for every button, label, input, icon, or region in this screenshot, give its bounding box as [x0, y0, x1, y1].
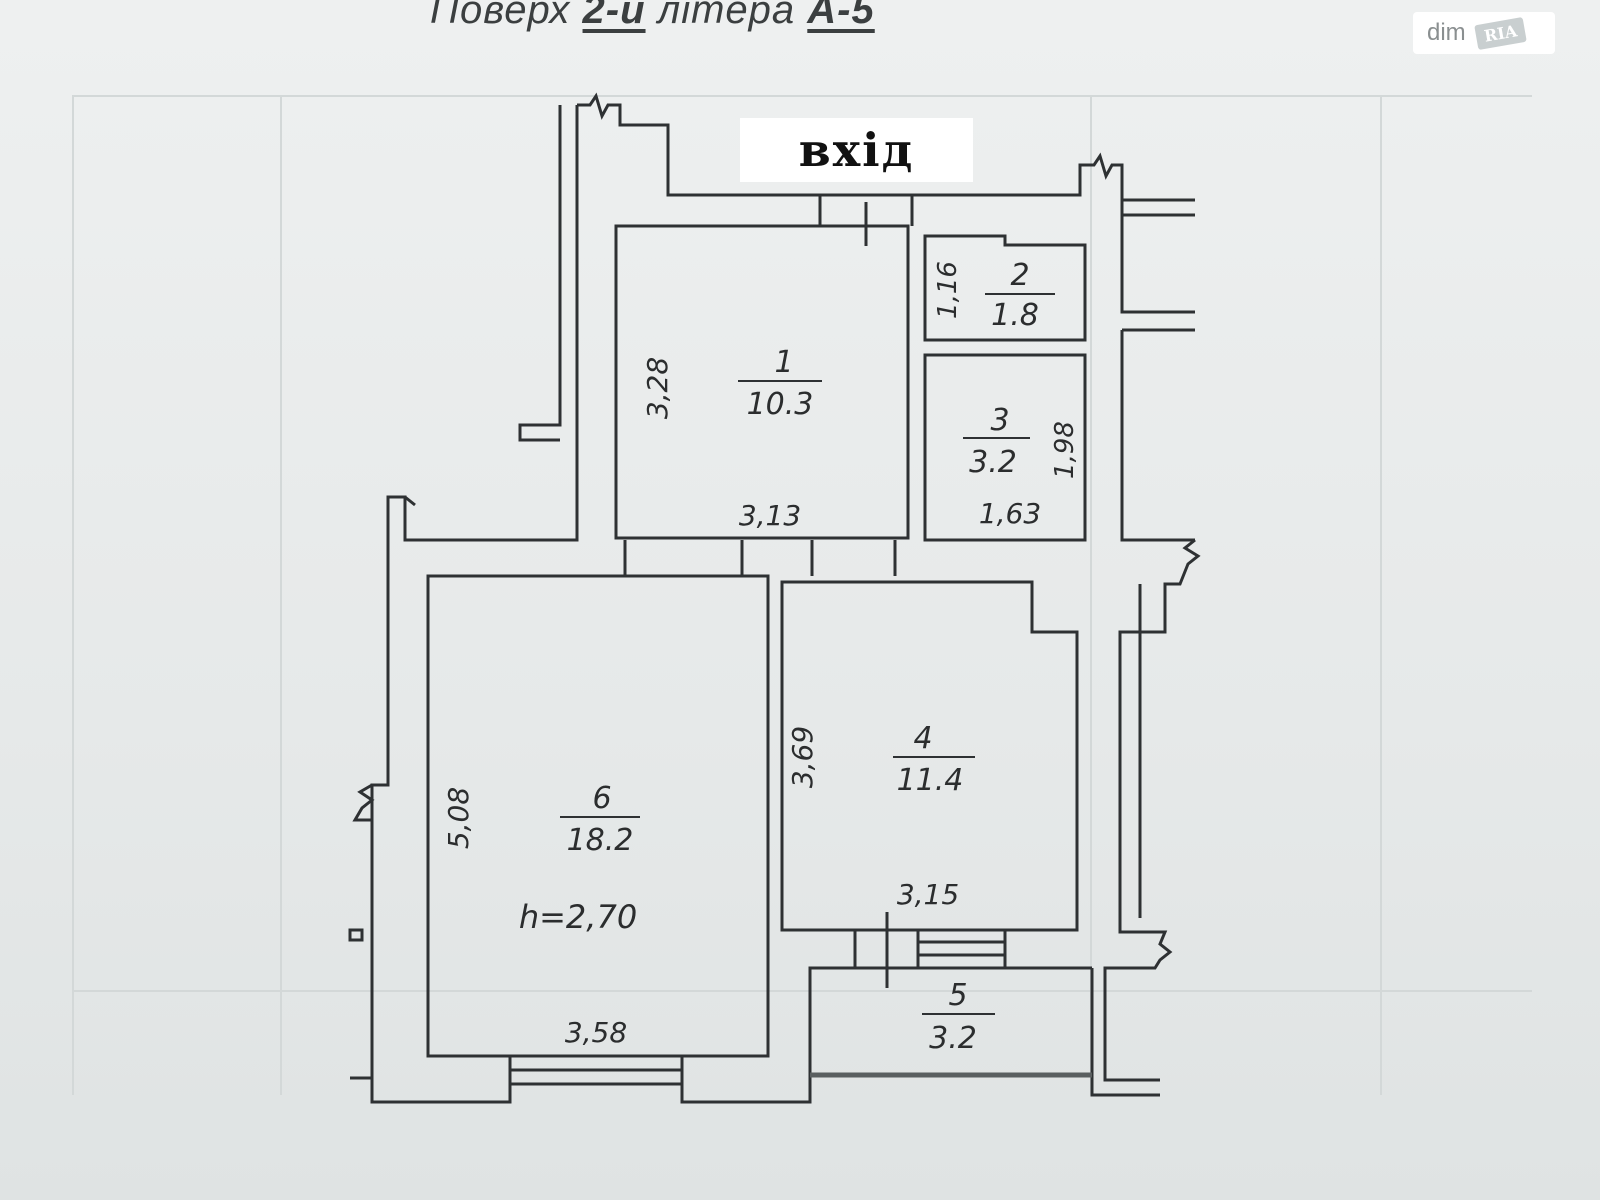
- room-3-outline: [923, 353, 1087, 542]
- room-1-number: 1: [774, 345, 793, 380]
- room-4-dim-width: 3,15: [897, 878, 959, 911]
- dim-ria-logo[interactable]: dim RIA: [1413, 12, 1555, 54]
- ghost-table-line: [72, 990, 1532, 992]
- room-2-area: 1.8: [991, 298, 1039, 333]
- floor-value: 2-й: [582, 0, 646, 32]
- room-6-outline: [426, 574, 770, 1058]
- entry-doorway: [818, 195, 914, 246]
- outer-wall: [577, 92, 1195, 202]
- ghost-table-line: [72, 95, 1532, 97]
- room-3-dim-height: 1,98: [1050, 421, 1080, 479]
- room-4-number: 4: [913, 721, 932, 756]
- outer-wall: [518, 105, 562, 442]
- room-2-outline: [923, 234, 1087, 342]
- room-5-number: 5: [948, 978, 967, 1013]
- balcony-door: [853, 912, 1007, 988]
- letter-value: А-5: [807, 0, 875, 32]
- outer-wall: [1090, 968, 1160, 1097]
- room-4-outline: [780, 580, 1079, 932]
- entrance-label-box: вхід: [740, 118, 973, 182]
- room-6-area: 18.2: [567, 823, 634, 858]
- room-4-label: 4 11.4 3,69 3,15: [786, 721, 975, 911]
- room-6-window: [508, 1056, 684, 1102]
- room-5-outline: [810, 966, 1094, 1080]
- room-1-outline: [614, 224, 910, 540]
- ghost-table-line: [1380, 95, 1382, 1095]
- room-2-label: 2 1.8 1,16: [933, 258, 1055, 333]
- room-6-label: 6 18.2 5,08 3,58 h=2,70: [442, 781, 640, 1049]
- ghost-table-line: [1090, 95, 1092, 1095]
- room-1-dim-width: 3,13: [739, 499, 801, 532]
- room-3-number: 3: [990, 403, 1009, 438]
- room-1-area: 10.3: [747, 387, 814, 422]
- outer-wall: [348, 928, 372, 1080]
- outer-wall: [1120, 200, 1195, 542]
- outer-wall: [1103, 538, 1201, 1082]
- logo-text: dim: [1427, 19, 1466, 46]
- room-2-number: 2: [1010, 258, 1029, 293]
- ghost-table-line: [280, 95, 282, 1095]
- room-2-dim: 1,16: [933, 261, 963, 319]
- room-4-area: 11.4: [897, 763, 964, 798]
- corridor-walls: [623, 540, 897, 576]
- entrance-label: вхід: [798, 123, 915, 177]
- ceiling-height: h=2,70: [519, 898, 637, 936]
- floor-title: Поверх 2-й літера А-5: [430, 0, 875, 33]
- room-3-dim-width: 1,63: [979, 497, 1041, 530]
- ghost-table-line: [72, 95, 74, 1095]
- letter-word: літера: [657, 0, 796, 32]
- floor-word: Поверх: [430, 0, 571, 32]
- room-6-dim-height: 5,08: [442, 787, 475, 849]
- room-1-label: 1 10.3 3,28 3,13: [641, 345, 822, 532]
- room-5-area: 3.2: [929, 1021, 977, 1056]
- room-6-number: 6: [592, 781, 611, 816]
- room-5-label: 5 3.2: [922, 978, 995, 1056]
- room-4-dim-height: 3,69: [786, 726, 819, 788]
- room-3-label: 3 3.2 1,98 1,63: [963, 403, 1080, 530]
- room-1-dim-height: 3,28: [641, 357, 674, 419]
- outer-wall: [352, 495, 416, 822]
- room-6-dim-width: 3,58: [565, 1016, 627, 1049]
- room-3-area: 3.2: [969, 445, 1017, 480]
